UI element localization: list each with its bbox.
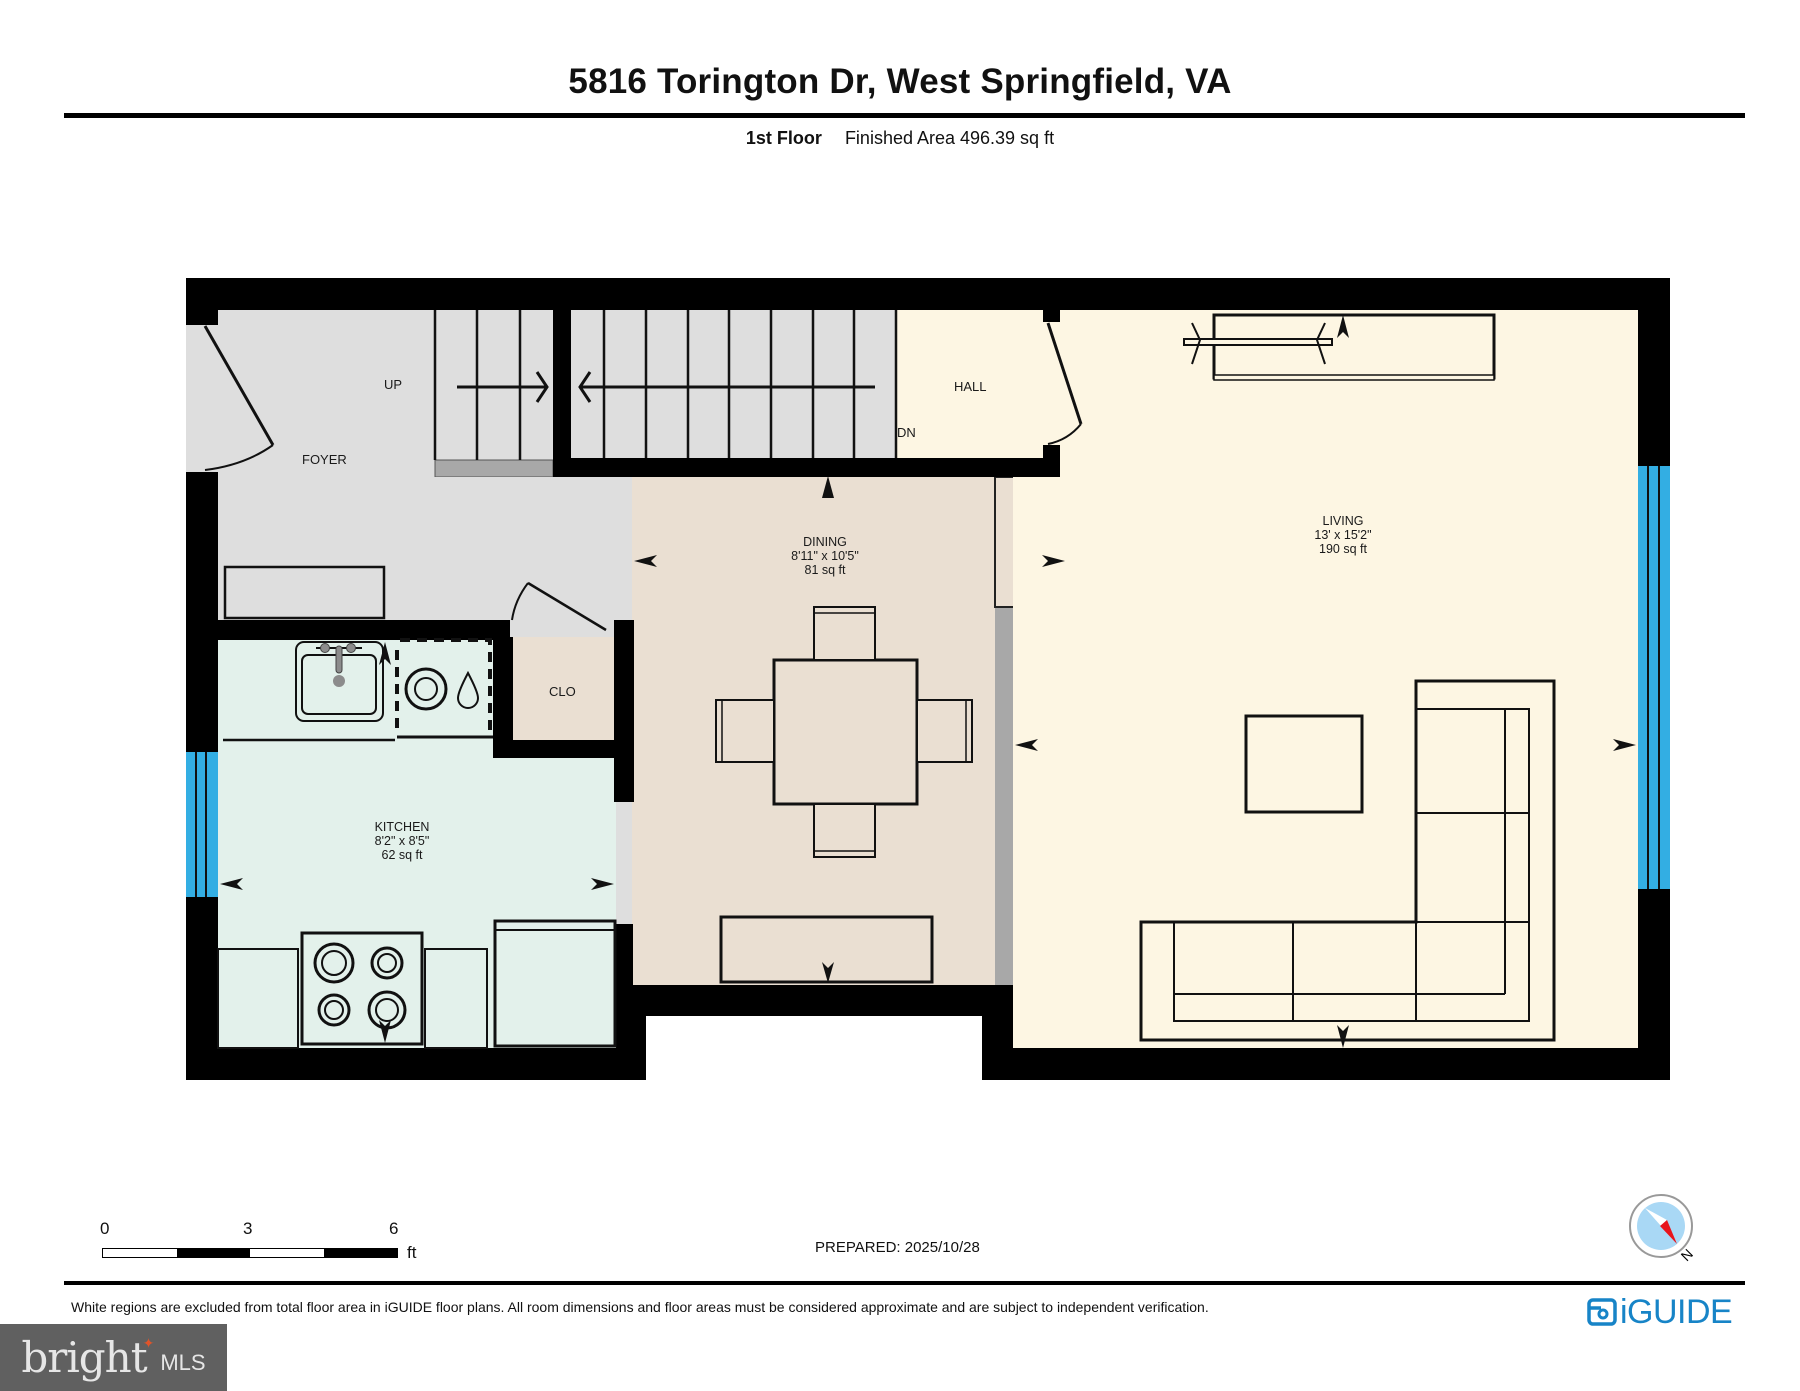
closet-door-opening <box>510 620 614 637</box>
compass-icon: N <box>1628 1193 1708 1273</box>
foyer-bench <box>223 565 386 620</box>
coffee-table <box>1244 714 1364 814</box>
iguide-brand: iGUIDE <box>1620 1292 1733 1331</box>
floor-summary: 1st Floor Finished Area 496.39 sq ft <box>0 128 1800 149</box>
scale-tick-6: 6 <box>389 1219 399 1238</box>
sink-icon <box>295 641 384 722</box>
bright-star-icon: ✦ <box>142 1335 155 1351</box>
kitchen-dimensions: 8'2" x 8'5" <box>374 834 430 848</box>
closet-floor <box>510 637 614 741</box>
footer-divider <box>64 1281 1745 1285</box>
kitchen-area: 62 sq ft <box>381 848 423 862</box>
sectional-sofa-icon <box>1139 679 1556 1042</box>
dishwasher-icon <box>395 638 493 739</box>
scale-tick-0: 0 <box>100 1219 110 1238</box>
stairs-landing <box>434 459 554 478</box>
front-door-opening <box>186 325 218 472</box>
dining-area: 81 sq ft <box>804 563 846 577</box>
bright-brand: bright <box>21 1333 147 1382</box>
living-door-icon <box>1046 322 1083 445</box>
dining-table-icon <box>715 606 973 858</box>
room-label-hall: HALL <box>954 379 987 394</box>
closet-door-icon <box>511 581 607 632</box>
scale-unit: ft <box>407 1243 417 1262</box>
stairs-up-floor <box>435 310 553 460</box>
excluded-area <box>646 1016 982 1086</box>
header-divider <box>64 113 1745 118</box>
iguide-camera-icon <box>1587 1298 1617 1326</box>
room-label-closet: CLO <box>549 684 576 699</box>
dining-name: DINING <box>803 535 847 549</box>
counter-left <box>217 948 299 1049</box>
dimension-markers <box>220 315 1636 1048</box>
room-label-living: LIVING 13' x 15'2" 190 sq ft <box>1263 514 1423 556</box>
living-name: LIVING <box>1322 514 1364 528</box>
stairs-down-floor <box>571 310 896 458</box>
kitchen-dining-opening <box>616 802 632 924</box>
prepared-date: PREPARED: 2025/10/28 <box>815 1239 980 1256</box>
kitchen-name: KITCHEN <box>374 820 430 834</box>
mls-suffix: MLS <box>160 1349 206 1375</box>
kitchen-window <box>186 752 218 897</box>
stair-divider-wall <box>553 310 571 477</box>
living-area: 190 sq ft <box>1319 542 1367 556</box>
counter-right <box>424 948 488 1049</box>
room-label-kitchen: KITCHEN 8'2" x 8'5" 62 sq ft <box>322 820 482 862</box>
room-label-dining: DINING 8'11" x 10'5" 81 sq ft <box>745 535 905 577</box>
dining-dimensions: 8'11" x 10'5" <box>791 549 859 563</box>
iguide-logo: iGUIDE <box>1587 1290 1733 1334</box>
tv-console-icon <box>1183 313 1496 381</box>
floor-label: 1st Floor <box>745 128 822 148</box>
partition-wall <box>995 620 1013 985</box>
stairs-up-arrow-icon <box>457 371 549 403</box>
living-dimensions: 13' x 15'2" <box>1314 528 1372 542</box>
scale-tick-3: 3 <box>243 1219 253 1238</box>
disclaimer-text: White regions are excluded from total fl… <box>71 1299 1209 1315</box>
stairs-up-label: UP <box>384 377 403 392</box>
bright-mls-logo: bright ✦ MLS <box>0 1324 227 1391</box>
refrigerator <box>493 919 617 1048</box>
stairs-down-label: DN <box>897 425 916 440</box>
stairs-down-arrow-icon <box>578 371 875 403</box>
stair-treads-up <box>433 310 522 460</box>
stair-treads-down <box>602 310 898 458</box>
room-label-foyer: FOYER <box>302 452 347 467</box>
scale-bar: 0 3 6 ft <box>96 1215 436 1275</box>
living-window <box>1638 466 1670 889</box>
stove-icon <box>300 931 424 1046</box>
front-door-icon <box>203 325 275 471</box>
page-title: 5816 Torington Dr, West Springfield, VA <box>568 62 1232 101</box>
finished-area: Finished Area 496.39 sq ft <box>844 128 1055 148</box>
scale-bar-graphic <box>102 1248 398 1258</box>
